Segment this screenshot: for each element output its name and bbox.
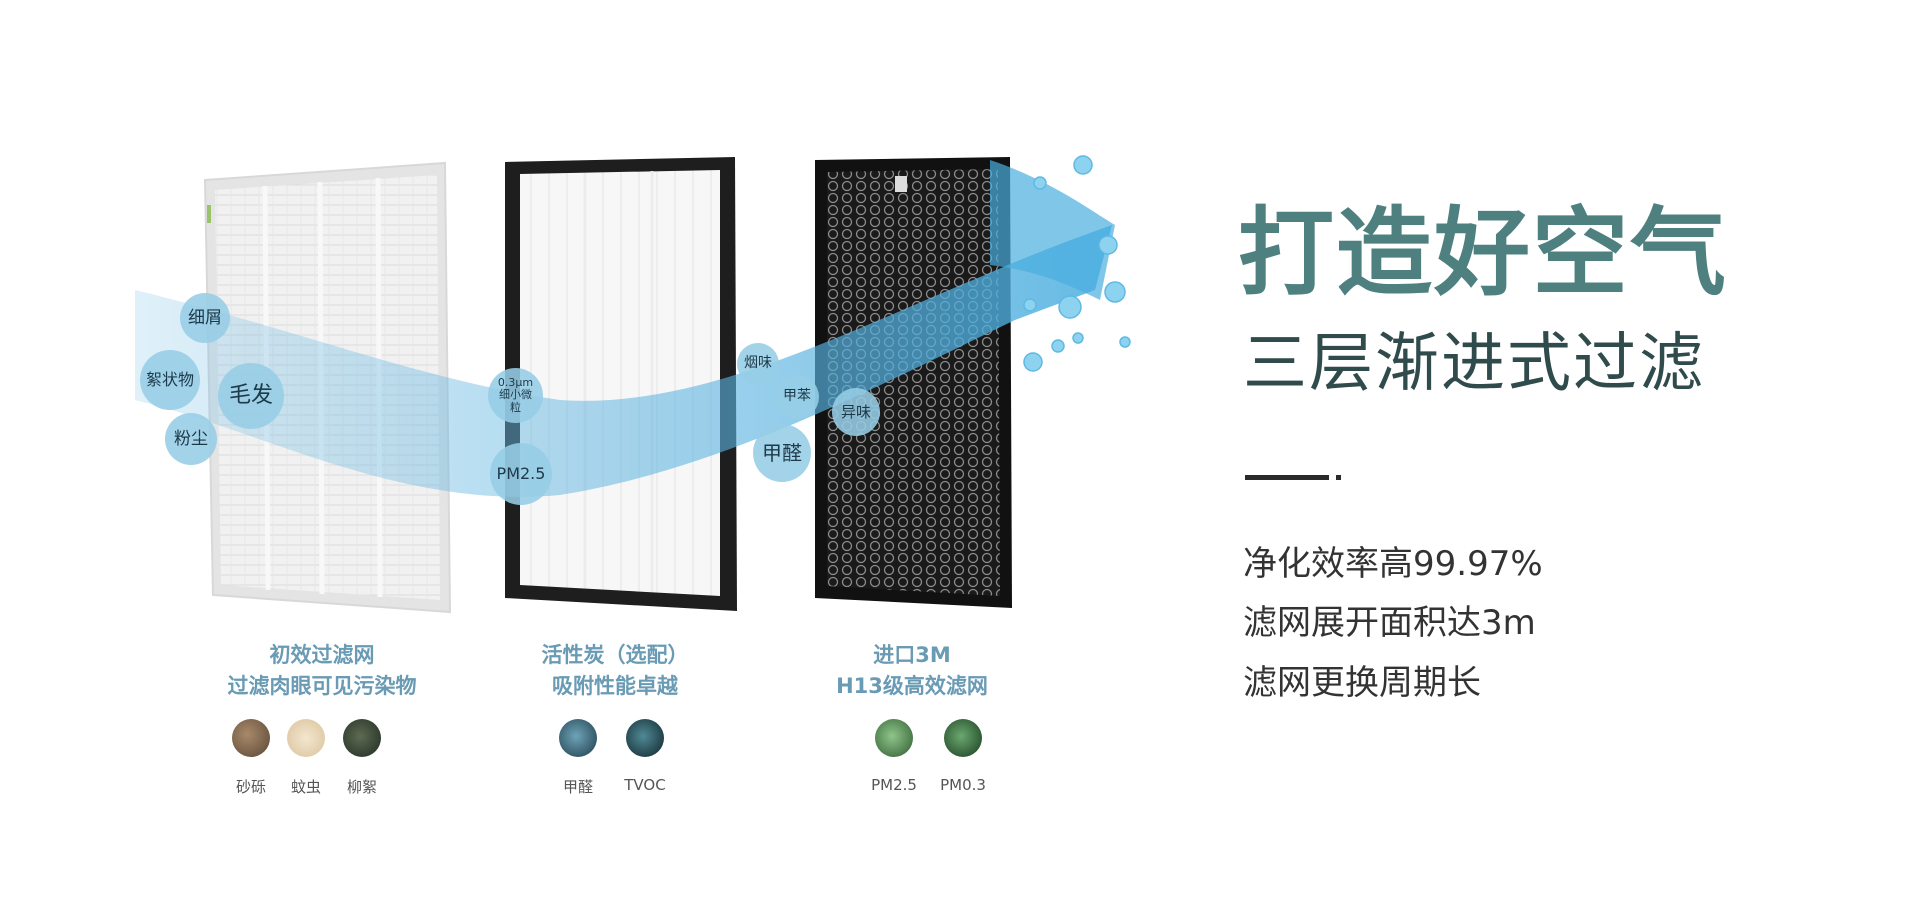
caption-desc: 过滤肉眼可见污染物	[227, 674, 417, 698]
sample-label: TVOC	[624, 776, 666, 794]
feature-efficiency: 净化效率高99.97%	[1243, 544, 1543, 584]
sample-gravel-image	[232, 719, 270, 757]
sample-label: PM0.3	[940, 776, 986, 794]
sample-label: 砂砾	[235, 778, 266, 796]
subheadline: 三层渐进式过滤	[1243, 327, 1705, 401]
bubble-formaldehyde: 甲醛	[753, 424, 811, 482]
carbon-filter-panel	[815, 157, 1012, 608]
bubble-fibers: 絮状物	[140, 350, 200, 410]
sample-pm03-image	[944, 719, 982, 757]
bubble-smoke: 烟味	[737, 343, 779, 385]
headline: 打造好空气	[1238, 197, 1728, 309]
caption-carbon-filter: 活性炭（选配） 吸附性能卓越	[475, 640, 755, 702]
caption-desc: H13级高效滤网	[836, 674, 988, 698]
bubble-odor: 异味	[832, 388, 880, 436]
sample-label: 甲醛	[562, 778, 593, 796]
sample-label: 柳絮	[346, 778, 377, 796]
caption-primary-filter: 初效过滤网 过滤肉眼可见污染物	[182, 640, 462, 702]
bubble-fine-particles: 0.3μm细小微粒	[488, 368, 543, 423]
divider	[1245, 475, 1329, 480]
sample-tvoc-image	[626, 719, 664, 757]
sample-formaldehyde-image	[559, 719, 597, 757]
divider-dot	[1336, 475, 1341, 480]
caption-hepa-filter: 进口3M H13级高效滤网	[772, 640, 1052, 702]
feature-replacement-cycle: 滤网更换周期长	[1243, 663, 1481, 703]
feature-filter-area: 滤网展开面积达3m	[1243, 603, 1536, 643]
caption-title: 初效过滤网	[269, 643, 375, 667]
bubble-fine-debris: 细屑	[180, 293, 230, 343]
bubble-dust: 粉尘	[165, 413, 217, 465]
caption-title: 进口3M	[873, 643, 951, 667]
sample-label: 蚊虫	[290, 778, 321, 796]
bubble-pm25: PM2.5	[490, 443, 552, 505]
sample-pm25-image	[875, 719, 913, 757]
caption-desc: 吸附性能卓越	[552, 674, 678, 698]
bubble-hair: 毛发	[218, 363, 284, 429]
clean-air-bubbles	[1023, 155, 1131, 372]
sample-label: PM2.5	[871, 776, 917, 794]
hepa-filter-panel	[505, 157, 737, 611]
bubble-toluene: 甲苯	[775, 375, 819, 419]
airflow-arrow-head	[990, 160, 1115, 300]
sample-mosquito-image	[287, 719, 325, 757]
sample-willow-catkin-image	[343, 719, 381, 757]
airflow-ribbon	[135, 225, 1112, 497]
caption-title: 活性炭（选配）	[541, 643, 689, 667]
